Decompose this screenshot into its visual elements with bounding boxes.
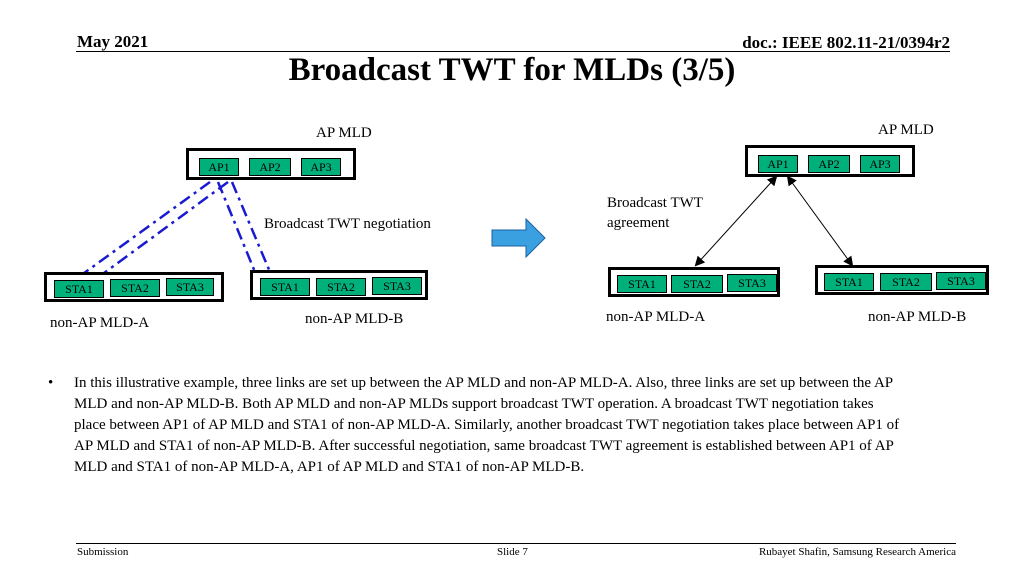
left-mld-a-sta1-node: STA1 bbox=[54, 280, 104, 298]
footer-rule bbox=[76, 543, 956, 544]
right-mld-a-sta3-node: STA3 bbox=[727, 274, 777, 292]
transition-arrow-icon bbox=[491, 217, 546, 259]
agreement-link-b bbox=[786, 175, 854, 267]
right-ap-mld-label: AP MLD bbox=[878, 122, 934, 138]
right-mld-a-box: STA1 STA2 STA3 bbox=[608, 267, 780, 297]
agreement-link-a bbox=[694, 175, 778, 267]
right-ap3-node: AP3 bbox=[860, 155, 900, 173]
left-mld-b-label: non-AP MLD-B bbox=[305, 311, 404, 327]
left-mld-a-sta3-node: STA3 bbox=[166, 278, 214, 296]
body-bullet: • In this illustrative example, three li… bbox=[48, 373, 908, 478]
right-mld-b-sta2-node: STA2 bbox=[880, 273, 932, 291]
left-mld-b-sta3-node: STA3 bbox=[372, 277, 422, 295]
left-negotiation-label: Broadcast TWT negotiation bbox=[264, 216, 431, 232]
footer-slide-number: Slide 7 bbox=[497, 546, 528, 558]
body-text: In this illustrative example, three link… bbox=[74, 375, 900, 475]
left-mld-b-box: STA1 STA2 STA3 bbox=[250, 270, 428, 300]
right-mld-b-box: STA1 STA2 STA3 bbox=[815, 265, 989, 295]
left-mld-a-label: non-AP MLD-A bbox=[50, 315, 150, 331]
right-mld-b-label: non-AP MLD-B bbox=[868, 309, 967, 325]
left-ap-mld-box: AP1 AP2 AP3 bbox=[186, 148, 356, 180]
right-agreement-label-line1: Broadcast TWT bbox=[607, 195, 703, 211]
footer-submission: Submission bbox=[77, 546, 129, 558]
link-ap1-sta1-b-outer bbox=[216, 181, 257, 273]
slide-title: Broadcast TWT for MLDs (3/5) bbox=[288, 52, 736, 88]
link-ap1-sta1-b-inner bbox=[230, 181, 272, 273]
left-mld-b-sta1-node: STA1 bbox=[260, 278, 310, 296]
right-mld-b-sta1-node: STA1 bbox=[824, 273, 874, 291]
right-mld-b-sta3-node: STA3 bbox=[936, 272, 986, 290]
header-doc-id: doc.: IEEE 802.11-21/0394r2 bbox=[742, 33, 950, 52]
link-ap1-sta1-a-outer bbox=[79, 180, 211, 278]
left-mld-b-sta2-node: STA2 bbox=[316, 278, 366, 296]
header-rule bbox=[76, 51, 950, 52]
left-ap-mld-label: AP MLD bbox=[316, 125, 372, 141]
right-agreement-label-line2: agreement bbox=[607, 215, 670, 231]
right-ap2-node: AP2 bbox=[808, 155, 850, 173]
left-mld-a-box: STA1 STA2 STA3 bbox=[44, 272, 224, 302]
footer-author: Rubayet Shafin, Samsung Research America bbox=[758, 546, 956, 558]
link-ap1-sta1-a-inner bbox=[99, 180, 229, 278]
left-ap1-node: AP1 bbox=[199, 158, 239, 176]
right-ap1-node: AP1 bbox=[758, 155, 798, 173]
left-ap3-node: AP3 bbox=[301, 158, 341, 176]
bullet-marker: • bbox=[48, 375, 54, 391]
right-mld-a-label: non-AP MLD-A bbox=[606, 309, 706, 325]
right-mld-a-sta2-node: STA2 bbox=[671, 275, 723, 293]
header-date: May 2021 bbox=[77, 32, 149, 51]
right-ap-mld-box: AP1 AP2 AP3 bbox=[745, 145, 915, 177]
right-mld-a-sta1-node: STA1 bbox=[617, 275, 667, 293]
left-ap2-node: AP2 bbox=[249, 158, 291, 176]
left-mld-a-sta2-node: STA2 bbox=[110, 279, 160, 297]
